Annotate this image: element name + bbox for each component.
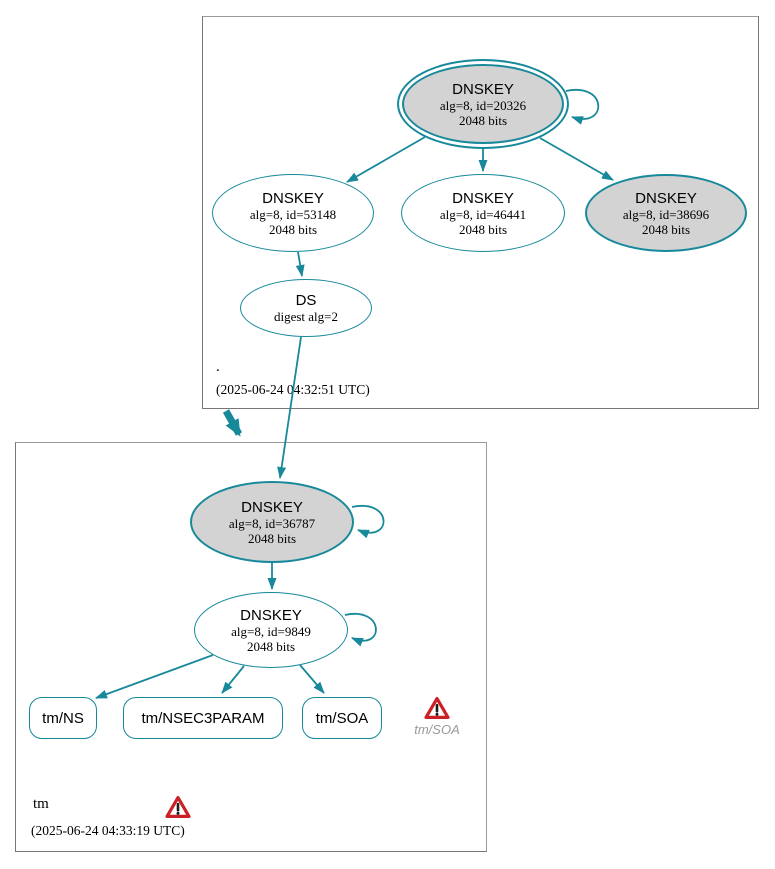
node-title: DNSKEY (452, 189, 514, 207)
dnskey-36787-node[interactable]: DNSKEY alg=8, id=36787 2048 bits (190, 481, 354, 563)
ds-node[interactable]: DS digest alg=2 (240, 279, 372, 337)
node-alg-id: alg=8, id=46441 (439, 206, 527, 222)
node-alg-id: alg=8, id=53148 (249, 206, 337, 222)
zone-timestamp-tm: (2025-06-24 04:33:19 UTC) (31, 823, 185, 838)
rrset-label: tm/SOA (315, 709, 369, 727)
rrset-tm-ns-node[interactable]: tm/NS (29, 697, 97, 739)
dnskey-46441-node[interactable]: DNSKEY alg=8, id=46441 2048 bits (401, 174, 565, 252)
rrset-label: tm/NS (42, 709, 84, 727)
dnskey-20326-inner-ring: DNSKEY alg=8, id=20326 2048 bits (402, 64, 564, 144)
dnskey-38696-node[interactable]: DNSKEY alg=8, id=38696 2048 bits (585, 174, 747, 252)
zone-timestamp-root: (2025-06-24 04:32:51 UTC) (216, 382, 370, 397)
delegation-arrow (222, 409, 243, 437)
node-title: DS (295, 292, 317, 309)
rrset-tm-soa-node[interactable]: tm/SOA (302, 697, 382, 739)
node-bits: 2048 bits (268, 221, 318, 237)
node-bits: 2048 bits (458, 112, 508, 128)
node-title: DNSKEY (635, 189, 697, 207)
zone-label-root: . (216, 359, 220, 375)
zone-label-tm: tm (33, 796, 49, 812)
rrset-label: tm/NSEC3PARAM (141, 709, 265, 727)
node-alg-id: alg=8, id=20326 (439, 97, 527, 113)
node-alg-id: alg=8, id=36787 (228, 515, 316, 531)
node-title: DNSKEY (241, 498, 303, 516)
dnskey-53148-node[interactable]: DNSKEY alg=8, id=53148 2048 bits (212, 174, 374, 252)
warning-soa-label: tm/SOA (414, 722, 460, 737)
node-bits: 2048 bits (641, 221, 691, 237)
node-title: DNSKEY (240, 606, 302, 624)
dnskey-9849-node[interactable]: DNSKEY alg=8, id=9849 2048 bits (194, 592, 348, 668)
node-digest: digest alg=2 (273, 309, 339, 324)
node-alg-id: alg=8, id=38696 (622, 206, 710, 222)
node-title: DNSKEY (262, 189, 324, 207)
node-bits: 2048 bits (247, 530, 297, 546)
node-bits: 2048 bits (458, 221, 508, 237)
rrset-tm-nsec3param-node[interactable]: tm/NSEC3PARAM (123, 697, 283, 739)
warning-icon-tm[interactable] (165, 795, 191, 819)
node-alg-id: alg=8, id=9849 (231, 623, 311, 639)
node-title: DNSKEY (452, 80, 514, 98)
node-bits: 2048 bits (246, 638, 296, 654)
dnskey-20326-node[interactable]: DNSKEY alg=8, id=20326 2048 bits (397, 59, 569, 149)
warning-icon-soa[interactable] (424, 696, 450, 720)
